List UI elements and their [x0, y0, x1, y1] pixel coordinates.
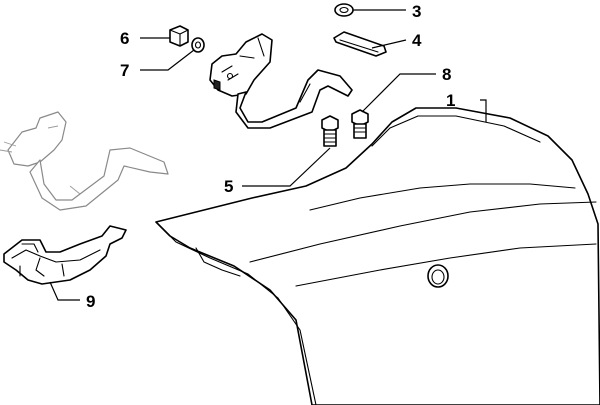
part-6-nut	[169, 25, 189, 47]
leader-1	[480, 99, 487, 122]
main-hinge-assembly	[209, 33, 353, 129]
callout-1: 1	[446, 91, 455, 110]
callout-9: 9	[86, 292, 95, 311]
callout-4: 4	[412, 31, 422, 50]
part-9-bracket	[3, 225, 127, 285]
part-1-trunk-lid	[155, 107, 600, 405]
part-4-plate	[333, 31, 387, 57]
part-5-bolt	[321, 115, 339, 147]
callout-8: 8	[442, 65, 451, 84]
leader-5	[242, 147, 331, 187]
callout-7: 7	[120, 61, 129, 80]
leader-9	[49, 281, 80, 301]
leader-7	[140, 49, 195, 71]
leader-lines	[49, 9, 487, 301]
callout-5: 5	[224, 177, 233, 196]
leader-8	[361, 73, 436, 113]
callout-labels: 1 3 4 5 6 7 8 9	[86, 2, 455, 311]
callout-6: 6	[120, 29, 129, 48]
part-7-washer	[191, 37, 205, 53]
part-8-bolt	[351, 109, 369, 139]
part-3-clip	[334, 3, 354, 17]
callout-3: 3	[412, 2, 421, 21]
ghost-hinge-assembly	[0, 111, 169, 211]
leader-4	[371, 39, 407, 49]
